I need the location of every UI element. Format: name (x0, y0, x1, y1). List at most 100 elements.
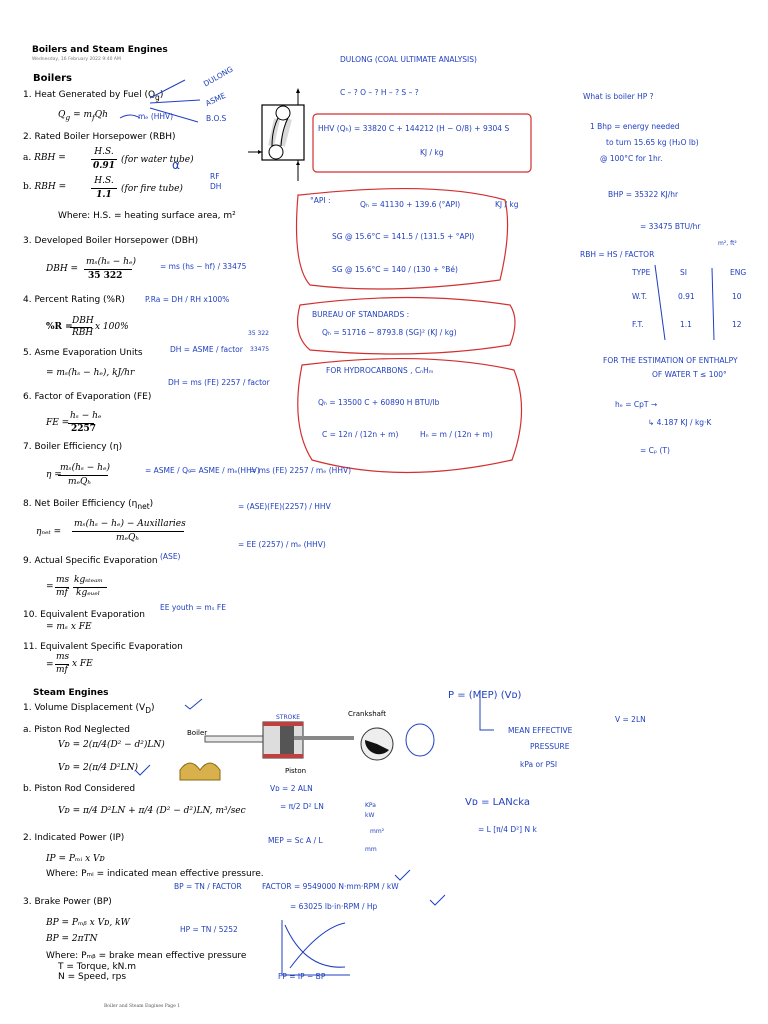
page-title: Boilers and Steam Engines (32, 45, 168, 55)
dbh-lhs: DBH = (46, 264, 79, 274)
hw-factor-val2: = 63025 lb·in·RPM / Hp (290, 902, 378, 911)
hw-bhp-val2: = 33475 BTU/hr (640, 222, 701, 231)
hw-c-frac: C = 12n / (12n + m) (322, 430, 399, 439)
etanet-lhs: ηₙₑₜ = (36, 527, 62, 537)
hw-eta-ms: = ms (FE) 2257 / mₑ (HHV) (250, 466, 352, 475)
hw-sg-be: SG @ 15.6°C = 140 / (130 + °Bé) (332, 265, 458, 274)
hw-dh-asme: DH = ASME / factor (170, 345, 243, 354)
eta-num: mₛ(hₛ − hₑ) (60, 463, 110, 473)
hw-kj-kg2: KJ / kg (495, 200, 519, 209)
page-timestamp: Wednesday, 16 February 2022 9:40 AM (32, 57, 121, 62)
ese-num: ms (56, 652, 70, 662)
boiler-item-1-sub: g (155, 92, 160, 102)
hw-qh-hc: Qₕ = 13500 C + 60890 H BTU/lb (318, 398, 440, 407)
eq-ip: IP = Pₘᵢ x Vᴅ (46, 854, 105, 864)
bp-where: Where: Pₘᵦ = brake mean effective pressu… (46, 951, 247, 961)
boiler-item-8-label: 8. Net Boiler Efficiency (η (23, 499, 138, 509)
hw-kj-kg: KJ / kg (420, 148, 444, 157)
hw-vd-lanck: Vᴅ = LANcka (465, 797, 530, 808)
label-boiler: Boiler (187, 729, 208, 737)
boiler-item-11: 11. Equivalent Specific Evaporation (23, 642, 183, 652)
eq-bp2: BP = 2πTN (46, 934, 98, 944)
steam-engine-diagram (179, 721, 394, 781)
label-crankshaft: Crankshaft (348, 710, 387, 718)
rbh-b-prefix: b. (23, 182, 32, 192)
label-piston: Piston (285, 767, 307, 775)
eq-vd2: Vᴅ = 2(π/4 D²LN) (58, 763, 138, 773)
eta-den: mₑQₕ (68, 477, 92, 487)
rbh-a-num: H.S. (94, 147, 114, 157)
boiler-item-7: 7. Boiler Efficiency (η) (23, 442, 123, 452)
rbh-a-prefix: a. (23, 153, 32, 163)
hw-eta-asme: = ASME / Q₉ (145, 466, 191, 475)
rbh-a-note: (for water tube) (121, 155, 194, 165)
hw-dbh-rhs: = ms (hs − hf) / 33475 (160, 262, 247, 271)
hw-fp: FP = IP − BP (278, 972, 326, 981)
boiler-item-10: 10. Equivalent Evaporation (23, 610, 145, 620)
dbh-den: 35 322 (88, 271, 123, 281)
ip-where: Where: Pₘᵢ = indicated mean effective pr… (46, 869, 264, 879)
pr-num: DBH (72, 316, 94, 326)
pr-tail: x 100% (95, 322, 129, 332)
hw-rbh-units: m², ft² (718, 240, 737, 247)
rbh-a-den: 0.91 (93, 161, 115, 171)
eq-bp1: BP = Pₘᵦ x Vᴅ, kW (46, 918, 130, 928)
hw-vd-pi: = π/2 D² LN (280, 802, 324, 811)
pr-bar (70, 327, 92, 328)
fe-bar (68, 423, 94, 424)
hw-factor-val: FACTOR = 9549000 N·mm·RPM / kW (262, 882, 399, 891)
etanet-den: mₑQₕ (116, 533, 140, 543)
hw-vd-l: = L [π/4 D²] N k (478, 825, 537, 834)
eq-q-sub: g (65, 112, 71, 122)
rbh-b-bar (91, 188, 117, 189)
hw-dh-ms: DH = ms (FE) 2257 / factor (168, 378, 270, 387)
hw-eta-net2: = EE (2257) / mₑ (HHV) (238, 540, 326, 549)
ase-bar2 (73, 587, 107, 588)
eta-lhs: η = (46, 470, 62, 480)
hw-c-o-h-s: C – ? O – ? H – ? S – ? (340, 88, 419, 97)
hw-rbh-hs: RBH = HS / FACTOR (580, 250, 655, 259)
hw-ase: (ASE) (160, 552, 181, 561)
hw-bos: B.O.S (206, 114, 227, 123)
hw-mf-hhv: mₑ (HHV) (138, 112, 174, 121)
hw-alpha: α (172, 158, 180, 172)
fe-num: hₛ − hₑ (70, 411, 102, 421)
hw-tbl-si: SI (680, 268, 687, 277)
hw-eta-asme2: = ASME / mₑ(HHV) (190, 466, 260, 475)
hw-hp-tn: HP = TN / 5252 (180, 925, 238, 934)
eq-q-rhs-sub: f (92, 112, 95, 122)
boiler-item-8-sub: net (137, 501, 150, 511)
hw-enthalpy2: OF WATER T ≤ 100° (652, 370, 727, 379)
etanet-num: mₛ(hₛ − hₑ) − Auxillaries (74, 519, 186, 529)
hw-p-mep: P = (MEP) (Vᴅ) (448, 690, 522, 701)
rbh-b-den: 1.1 (96, 190, 112, 200)
fe-den: 2257 (71, 424, 97, 434)
label-stroke: STROKE (276, 714, 301, 721)
eq-vd3: Vᴅ = π/4 D²LN + π/4 (D² − d²)LN, m³/sec (58, 806, 246, 816)
hw-kpa: KPa (365, 802, 376, 809)
page-footer: Boiler and Steam Engines Page 1 (104, 1004, 181, 1009)
where-hs: Where: H.S. = heating surface area, m² (58, 211, 236, 221)
steam-item-2: 2. Indicated Power (IP) (23, 833, 125, 843)
hw-hhv-dulong: HHV (Qₕ) = 33820 C + 144212 (H − O/8) + … (318, 124, 510, 133)
hw-tbl-ft: F.T. (632, 320, 644, 329)
ase-den2: kgₑᵤₑₗ (76, 588, 100, 598)
pr-den: RBH (72, 328, 94, 338)
eq-rbh-fire: b. RBH = (23, 182, 66, 192)
section-heading-boilers: Boilers (33, 73, 73, 84)
hw-tbl-wt: W.T. (632, 292, 648, 301)
hw-pr-dh: P.Ra = DH / RH x100% (145, 295, 230, 304)
ee-eq: = mₛ x FE (46, 622, 92, 632)
ase-num2: kgₛₜₑₐₘ (74, 575, 103, 585)
hw-tbl-type: TYPE (632, 268, 651, 277)
bp-torque: T = Torque, kN.m (58, 962, 137, 972)
hw-bos-title: BUREAU OF STANDARDS : (312, 310, 410, 319)
ase-lhs: = (46, 582, 54, 592)
boiler-item-8: 8. Net Boiler Efficiency (ηnet) (23, 499, 154, 511)
boiler-diagram (248, 88, 305, 181)
hw-what-bhp: What is boiler HP ? (583, 92, 654, 101)
hw-sg-api: SG @ 15.6°C = 141.5 / (131.5 + °API) (332, 232, 475, 241)
hw-tbl-eng: ENG (730, 268, 747, 277)
steam-item-1a: a. Piston Rod Neglected (23, 725, 130, 735)
